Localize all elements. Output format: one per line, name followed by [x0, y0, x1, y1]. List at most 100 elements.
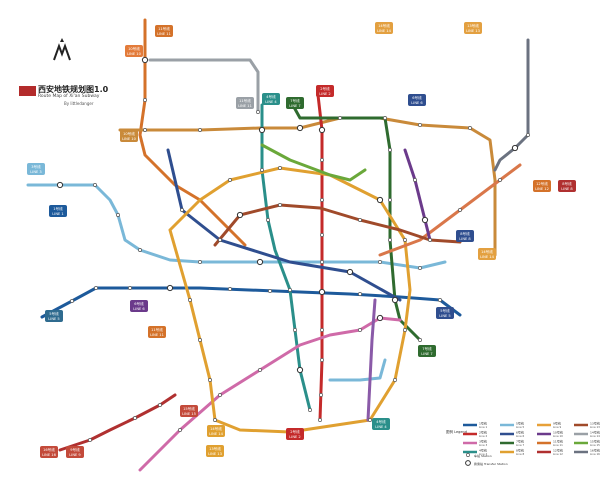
station[interactable]	[388, 238, 392, 242]
station[interactable]	[368, 418, 372, 422]
station[interactable]	[526, 133, 530, 137]
station[interactable]	[258, 368, 262, 372]
station[interactable]	[318, 418, 322, 422]
station[interactable]	[94, 286, 98, 290]
transfer-station[interactable]	[376, 314, 384, 322]
station[interactable]	[320, 198, 324, 202]
station[interactable]	[403, 238, 407, 242]
station[interactable]	[198, 260, 202, 264]
station[interactable]	[188, 298, 192, 302]
station[interactable]	[128, 286, 132, 290]
station[interactable]	[213, 418, 217, 422]
transfer-station[interactable]	[166, 284, 174, 292]
station[interactable]	[88, 438, 92, 442]
station[interactable]	[228, 178, 232, 182]
station[interactable]	[268, 289, 272, 293]
station[interactable]	[143, 128, 147, 132]
station[interactable]	[178, 428, 182, 432]
station[interactable]	[266, 218, 270, 222]
station[interactable]	[278, 166, 282, 170]
station[interactable]	[358, 218, 362, 222]
station[interactable]	[393, 378, 397, 382]
station[interactable]	[388, 148, 392, 152]
station[interactable]	[308, 408, 312, 412]
station[interactable]	[320, 328, 324, 332]
station[interactable]	[198, 338, 202, 342]
station[interactable]	[388, 198, 392, 202]
transfer-station[interactable]	[421, 216, 429, 224]
station[interactable]	[208, 378, 212, 382]
transfer-station[interactable]	[258, 126, 266, 134]
station[interactable]	[468, 126, 472, 130]
station[interactable]	[320, 260, 324, 264]
station[interactable]	[260, 168, 264, 172]
station[interactable]	[498, 178, 502, 182]
transfer-station[interactable]	[346, 268, 354, 276]
station[interactable]	[438, 298, 442, 302]
transfer-station[interactable]	[236, 211, 244, 219]
station[interactable]	[378, 260, 382, 264]
transfer-station[interactable]	[511, 144, 519, 152]
station[interactable]	[320, 358, 324, 362]
station[interactable]	[218, 393, 222, 397]
station[interactable]	[319, 393, 323, 397]
station[interactable]	[278, 203, 282, 207]
station[interactable]	[133, 416, 137, 420]
station[interactable]	[458, 208, 462, 212]
station[interactable]	[320, 233, 324, 237]
station[interactable]	[116, 213, 120, 217]
station[interactable]	[418, 266, 422, 270]
station[interactable]	[158, 403, 162, 407]
station[interactable]	[383, 116, 387, 120]
transfer-station[interactable]	[296, 124, 304, 132]
transfer-station[interactable]	[141, 56, 149, 64]
transfer-station[interactable]	[376, 196, 384, 204]
transfer-station[interactable]	[391, 296, 399, 304]
station[interactable]	[358, 328, 362, 332]
station[interactable]	[358, 292, 362, 296]
station[interactable]	[418, 123, 422, 127]
transfer-station[interactable]	[318, 126, 326, 134]
station[interactable]	[293, 328, 297, 332]
station[interactable]	[228, 287, 232, 291]
station[interactable]	[138, 248, 142, 252]
station[interactable]	[93, 183, 97, 187]
station[interactable]	[418, 338, 422, 342]
station[interactable]	[428, 238, 432, 242]
station[interactable]	[320, 158, 324, 162]
station[interactable]	[403, 328, 407, 332]
station[interactable]	[288, 288, 292, 292]
station[interactable]	[338, 116, 342, 120]
station[interactable]	[70, 299, 74, 303]
transfer-station[interactable]	[256, 258, 264, 266]
station[interactable]	[180, 208, 184, 212]
station[interactable]	[256, 110, 260, 114]
